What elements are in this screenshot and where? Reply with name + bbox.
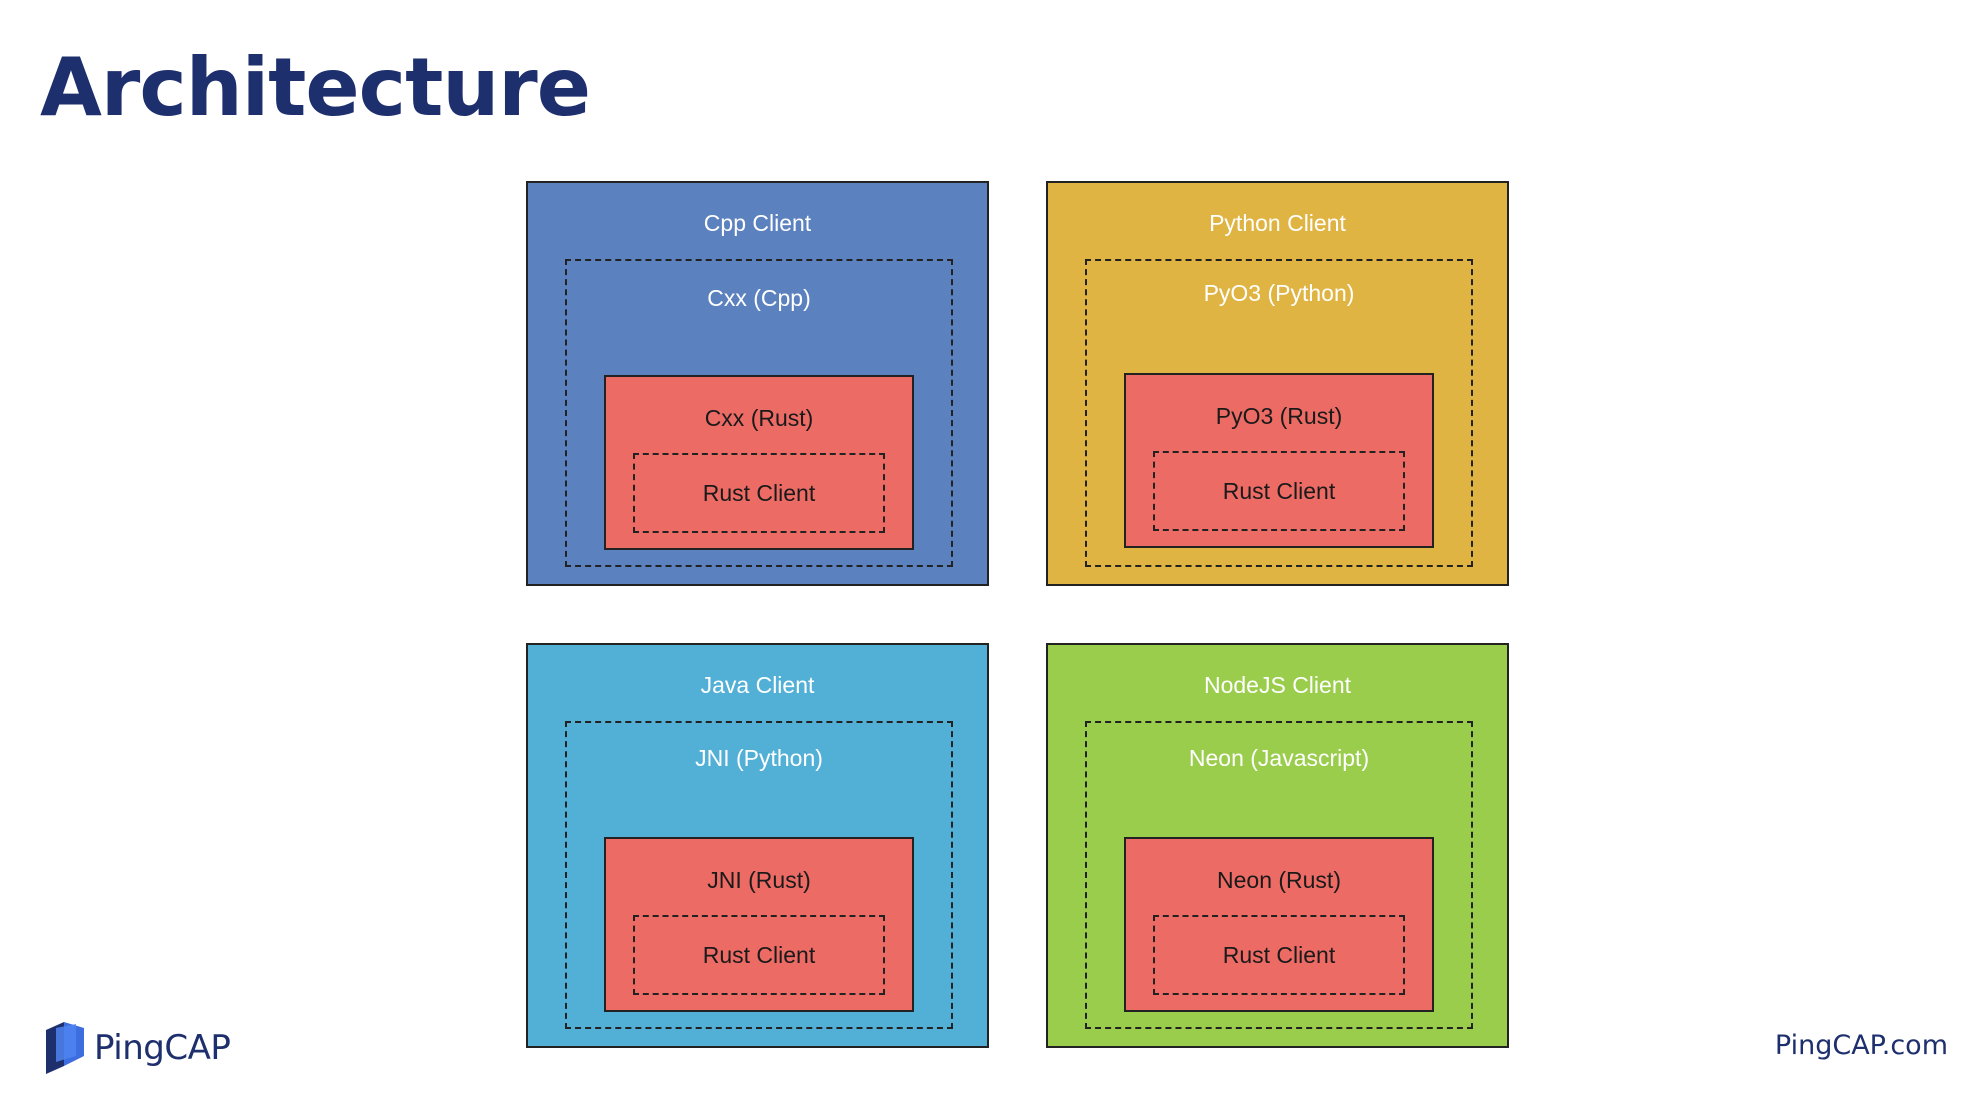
binding-label: PyO3 (Python) — [1203, 280, 1355, 306]
rust-binding-label: JNI (Rust) — [707, 867, 811, 893]
rust-client-box: Rust Client — [1153, 451, 1405, 531]
java-client-box: Java Client JNI (Python) JNI (Rust) Rust… — [526, 643, 989, 1048]
slide-title: Architecture — [40, 41, 591, 134]
client-label: NodeJS Client — [1203, 672, 1352, 698]
site-url[interactable]: PingCAP.com — [1774, 1030, 1948, 1061]
rust-client-label: Rust Client — [1222, 478, 1336, 504]
binding-box: PyO3 (Python) PyO3 (Rust) Rust Client — [1085, 259, 1473, 567]
rust-binding-label: PyO3 (Rust) — [1215, 403, 1343, 429]
rust-binding-box: JNI (Rust) Rust Client — [604, 837, 914, 1012]
nodejs-client-box: NodeJS Client Neon (Javascript) Neon (Ru… — [1046, 643, 1509, 1048]
client-label: Python Client — [1209, 210, 1346, 236]
client-label: Java Client — [700, 672, 815, 698]
logo-text: PingCAP — [94, 1028, 231, 1068]
rust-client-label: Rust Client — [1222, 942, 1336, 968]
binding-box: JNI (Python) JNI (Rust) Rust Client — [565, 721, 953, 1029]
rust-binding-box: Cxx (Rust) Rust Client — [604, 375, 914, 550]
rust-binding-box: Neon (Rust) Rust Client — [1124, 837, 1434, 1012]
rust-binding-label: Cxx (Rust) — [704, 405, 814, 431]
rust-client-box: Rust Client — [1153, 915, 1405, 995]
rust-client-label: Rust Client — [702, 942, 816, 968]
cpp-client-box: Cpp Client Cxx (Cpp) Cxx (Rust) Rust Cli… — [526, 181, 989, 586]
binding-label: Cxx (Cpp) — [707, 285, 811, 311]
binding-box: Cxx (Cpp) Cxx (Rust) Rust Client — [565, 259, 953, 567]
pingcap-logo: PingCAP — [44, 1022, 244, 1074]
binding-label: Neon (Javascript) — [1188, 745, 1370, 771]
pingcap-logo-icon — [46, 1022, 84, 1074]
rust-client-box: Rust Client — [633, 915, 885, 995]
rust-binding-label: Neon (Rust) — [1217, 867, 1341, 893]
rust-client-label: Rust Client — [702, 480, 816, 506]
binding-box: Neon (Javascript) Neon (Rust) Rust Clien… — [1085, 721, 1473, 1029]
python-client-box: Python Client PyO3 (Python) PyO3 (Rust) … — [1046, 181, 1509, 586]
client-label: Cpp Client — [703, 210, 812, 236]
rust-client-box: Rust Client — [633, 453, 885, 533]
rust-binding-box: PyO3 (Rust) Rust Client — [1124, 373, 1434, 548]
binding-label: JNI (Python) — [695, 745, 823, 771]
